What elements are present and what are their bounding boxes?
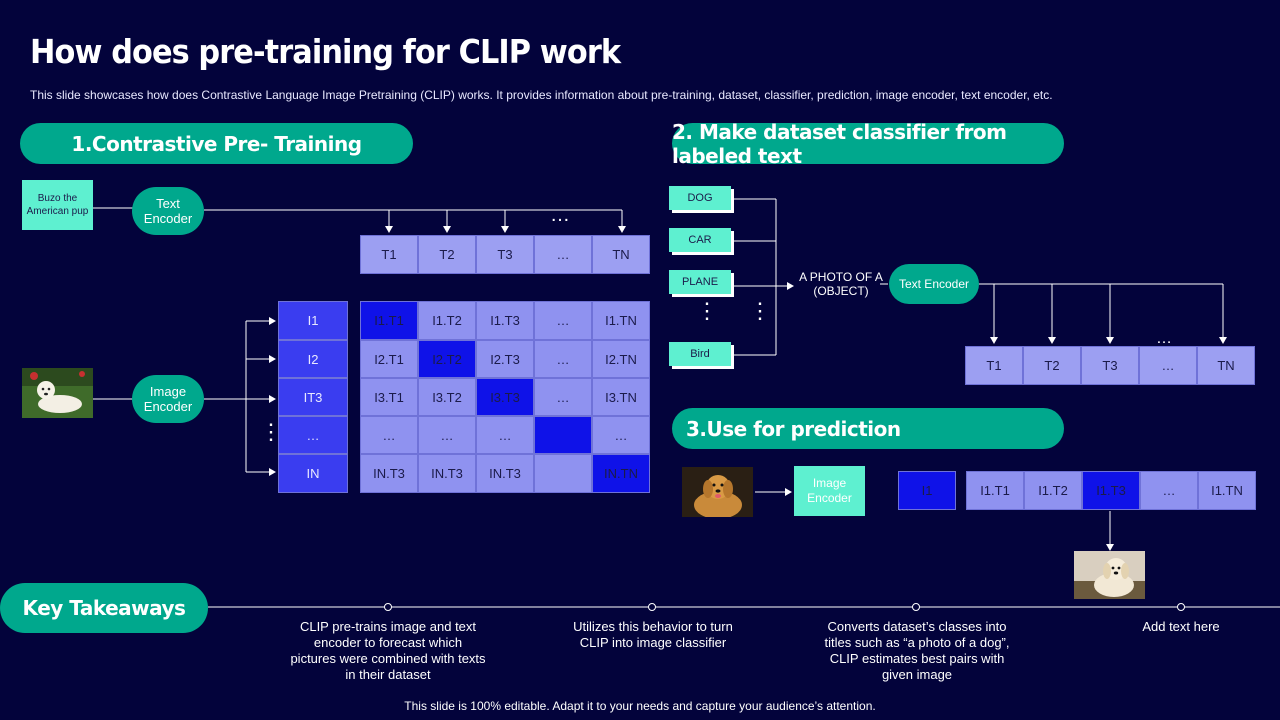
matrix-cell: …	[360, 416, 418, 454]
takeaway-2: Utilizes this behavior to turn CLIP into…	[573, 619, 733, 650]
ellipsis-top: …	[550, 204, 570, 226]
section3-heading: 3.Use for prediction	[672, 408, 1064, 449]
key-takeaways-heading: Key Takeaways	[0, 583, 208, 633]
label-car: CAR	[669, 228, 731, 252]
i1-cell: I1	[898, 471, 956, 510]
matrix-cell: IN.T3	[476, 454, 534, 493]
t-header-2-ellipsis: …	[1139, 346, 1197, 385]
t-header-n: TN	[592, 235, 650, 274]
t-header-1: T1	[360, 235, 418, 274]
matrix-cell: I3.TN	[592, 378, 650, 416]
t-header-2-n: TN	[1197, 346, 1255, 385]
vertical-ellipsis-1: ⋮	[260, 419, 282, 444]
page-subtitle: This slide showcases how does Contrastiv…	[30, 88, 1053, 102]
matrix-cell	[534, 416, 592, 454]
image-encoder-1: Image Encoder	[132, 375, 204, 423]
matrix-cell: I2.T3	[476, 340, 534, 378]
ellipsis-top-2: …	[1156, 330, 1172, 347]
matrix-cell: …	[476, 416, 534, 454]
matrix-cell: I2.TN	[592, 340, 650, 378]
matrix-cell: I2.T2	[418, 340, 476, 378]
takeaway-4: Add text here	[1142, 619, 1220, 634]
t-header-3: T3	[476, 235, 534, 274]
t-header-2-1: T1	[965, 346, 1023, 385]
matrix-cell	[534, 454, 592, 493]
i-row-n: IN	[278, 454, 348, 493]
footer-note: This slide is 100% editable. Adapt it to…	[404, 699, 876, 713]
text-encoder-1: Text Encoder	[132, 187, 204, 235]
matrix-cell: …	[592, 416, 650, 454]
prediction-cell: I1.T2	[1024, 471, 1082, 510]
matrix-cell: …	[418, 416, 476, 454]
matrix-cell: …	[534, 340, 592, 378]
i-row-ellipsis: …	[278, 416, 348, 454]
matrix-cell: I3.T3	[476, 378, 534, 416]
t-header-2-3: T3	[1081, 346, 1139, 385]
prediction-cell: …	[1140, 471, 1198, 510]
i-row-1: I1	[278, 301, 348, 340]
matrix-cell: IN.TN	[592, 454, 650, 493]
matrix-cell: IN.T3	[418, 454, 476, 493]
matrix-cell: I2.T1	[360, 340, 418, 378]
text-encoder-2: Text Encoder	[889, 264, 979, 304]
t-header-ellipsis: …	[534, 235, 592, 274]
dog-photo-1	[22, 368, 93, 418]
matrix-cell: I1.T3	[476, 301, 534, 340]
vertical-ellipsis-2b: ⋮	[749, 298, 771, 323]
prompt-template: A PHOTO OF A (OBJECT)	[799, 270, 883, 298]
image-encoder-3: Image Encoder	[794, 466, 865, 516]
label-dog: DOG	[669, 186, 731, 210]
matrix-cell: I3.T1	[360, 378, 418, 416]
matrix-cell: …	[534, 378, 592, 416]
label-bird: Bird	[669, 342, 731, 366]
matrix-cell: IN.T3	[360, 454, 418, 493]
section2-heading: 2. Make dataset classifier from labeled …	[672, 120, 1064, 168]
t-header-2-2: T2	[1023, 346, 1081, 385]
input-text-box: Buzo the American pup	[22, 180, 93, 230]
i-row-3: IT3	[278, 378, 348, 416]
label-plane: PLANE	[669, 270, 731, 294]
takeaway-3: Converts dataset’s classes into titles s…	[824, 619, 1010, 682]
matrix-cell: I1.TN	[592, 301, 650, 340]
takeaway-1: CLIP pre-trains image and text encoder t…	[290, 619, 486, 682]
matrix-cell: I3.T2	[418, 378, 476, 416]
matrix-cell: I1.T2	[418, 301, 476, 340]
section1-heading: 1.Contrastive Pre- Training	[20, 123, 413, 164]
dog-photo-3	[1074, 551, 1145, 599]
prediction-cell: I1.TN	[1198, 471, 1256, 510]
t-header-2: T2	[418, 235, 476, 274]
dog-photo-2	[682, 467, 753, 517]
matrix-cell: …	[534, 301, 592, 340]
i-row-2: I2	[278, 340, 348, 378]
matrix-cell: I1.T1	[360, 301, 418, 340]
prediction-cell-selected: I1.T3	[1082, 471, 1140, 510]
page-title: How does pre-training for CLIP work	[30, 32, 621, 71]
prediction-cell: I1.T1	[966, 471, 1024, 510]
vertical-ellipsis-2a: ⋮	[696, 298, 718, 323]
